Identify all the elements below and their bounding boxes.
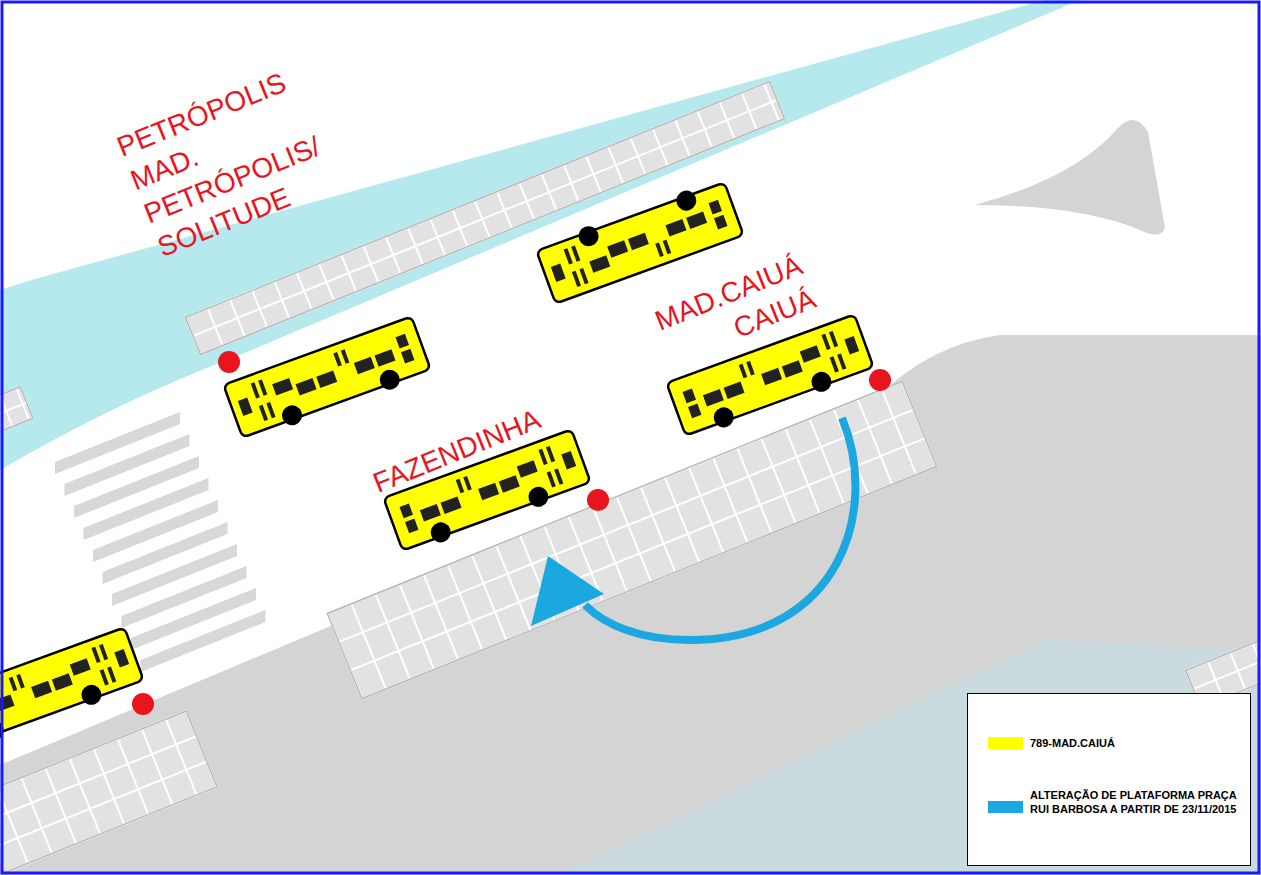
- platform-cells: [0, 711, 217, 873]
- legend-swatch: [988, 737, 1023, 749]
- legend-box: 789-MAD.CAIUÁ ALTERAÇÃO DE PLATAFORMA PRA…: [967, 693, 1251, 866]
- legend-text: ALTERAÇÃO DE PLATAFORMA PRAÇA RUI BARBOS…: [1030, 788, 1240, 816]
- platform-cells: [327, 381, 936, 699]
- crosswalk-stripe: [141, 610, 266, 672]
- legend-text: 789-MAD.CAIUÁ: [1030, 736, 1240, 750]
- platform-cells: [0, 387, 33, 434]
- legend-swatch: [988, 801, 1023, 813]
